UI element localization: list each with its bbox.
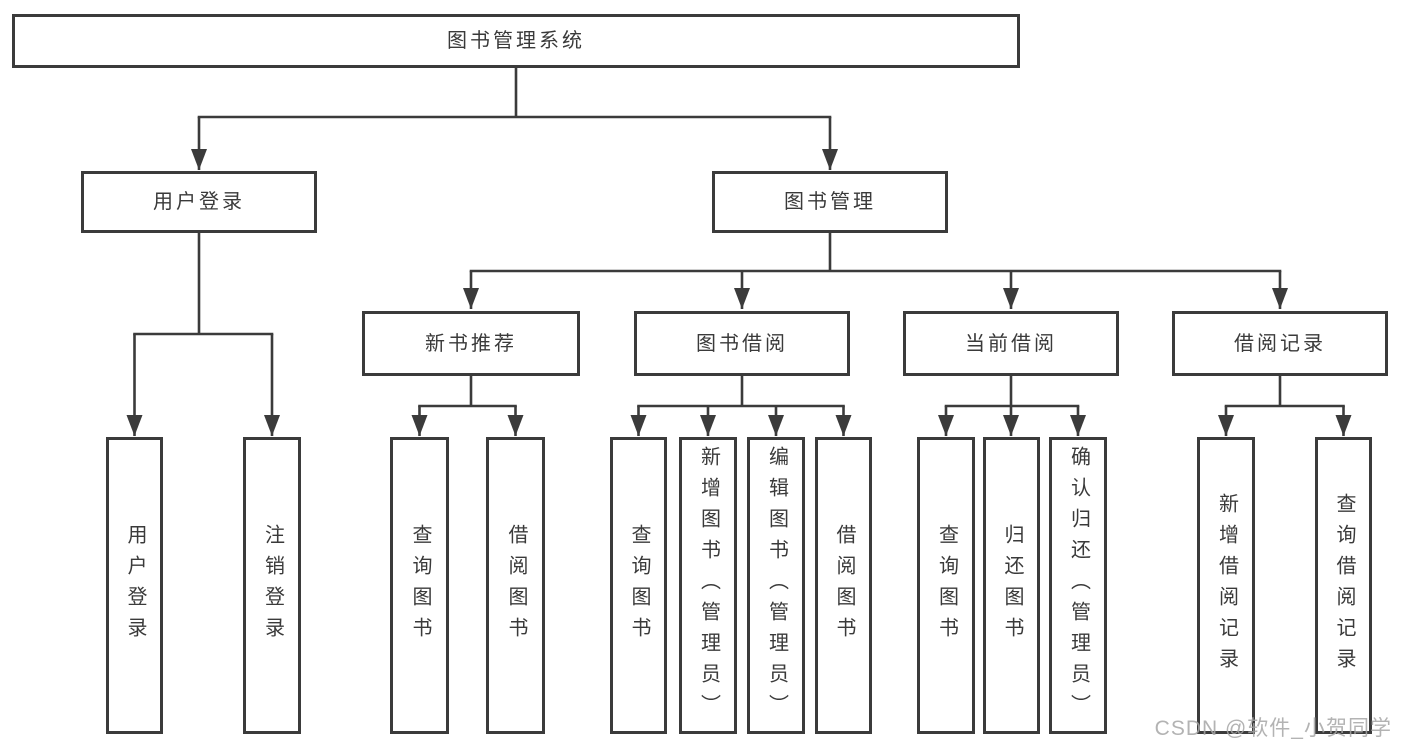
node-book-borrow: 图书借阅 <box>634 311 850 376</box>
leaf-logout: 注销登录 <box>243 437 301 734</box>
leaf-borrow-borrow-books-label: 借阅图书 <box>833 523 855 648</box>
node-current-borrow-label: 当前借阅 <box>965 332 1057 355</box>
leaf-current-confirm-return-admin-label: 确认归还（管理员） <box>1067 446 1090 725</box>
connector-book-management <box>469 231 1282 273</box>
leaf-records-add-record-label: 新增借阅记录 <box>1215 492 1238 679</box>
leaf-records-add-record: 新增借阅记录 <box>1197 437 1255 734</box>
leaf-user-login: 用户登录 <box>106 437 163 734</box>
leaf-logout-label: 注销登录 <box>261 523 284 648</box>
node-book-management-label: 图书管理 <box>784 191 876 213</box>
leaf-borrow-query-books-label: 查询图书 <box>628 523 650 648</box>
connector-current-borrow <box>944 374 1080 408</box>
connector-user-login <box>133 231 274 336</box>
leaf-recommend-borrow-books-label: 借阅图书 <box>505 523 527 648</box>
node-borrow-records: 借阅记录 <box>1172 311 1388 376</box>
leaf-borrow-edit-books-admin: 编辑图书（管理员） <box>747 437 805 734</box>
leaf-recommend-query-books: 查询图书 <box>390 437 449 734</box>
leaf-current-query-books-label: 查询图书 <box>935 523 958 648</box>
leaf-recommend-borrow-books: 借阅图书 <box>486 437 545 734</box>
leaf-borrow-edit-books-admin-label: 编辑图书（管理员） <box>765 446 788 725</box>
leaf-borrow-query-books: 查询图书 <box>610 437 667 734</box>
node-borrow-records-label: 借阅记录 <box>1234 332 1326 355</box>
leaf-user-login-label: 用户登录 <box>124 523 146 648</box>
node-new-book-recommend-label: 新书推荐 <box>425 332 517 355</box>
node-new-book-recommend: 新书推荐 <box>362 311 580 376</box>
leaf-recommend-query-books-label: 查询图书 <box>409 523 431 648</box>
leaf-borrow-add-books-admin: 新增图书（管理员） <box>679 437 737 734</box>
connector-book-borrow <box>637 374 845 408</box>
node-book-borrow-label: 图书借阅 <box>696 332 788 355</box>
leaf-borrow-borrow-books: 借阅图书 <box>815 437 872 734</box>
leaf-records-query-record-label: 查询借阅记录 <box>1333 492 1355 679</box>
leaf-current-confirm-return-admin: 确认归还（管理员） <box>1049 437 1107 734</box>
leaf-current-return-books-label: 归还图书 <box>1001 523 1023 648</box>
leaf-current-return-books: 归还图书 <box>983 437 1040 734</box>
node-user-login: 用户登录 <box>81 171 317 233</box>
node-root: 图书管理系统 <box>12 14 1020 68</box>
node-current-borrow: 当前借阅 <box>903 311 1119 376</box>
leaf-records-query-record: 查询借阅记录 <box>1315 437 1372 734</box>
leaf-current-query-books: 查询图书 <box>917 437 975 734</box>
node-user-login-label: 用户登录 <box>153 191 245 213</box>
node-book-management: 图书管理 <box>712 171 948 233</box>
connector-root <box>197 66 832 119</box>
connector-borrow-records <box>1224 374 1345 408</box>
leaf-borrow-add-books-admin-label: 新增图书（管理员） <box>697 446 720 725</box>
node-root-label: 图书管理系统 <box>447 30 585 52</box>
connector-new-book-recommend <box>418 374 517 408</box>
